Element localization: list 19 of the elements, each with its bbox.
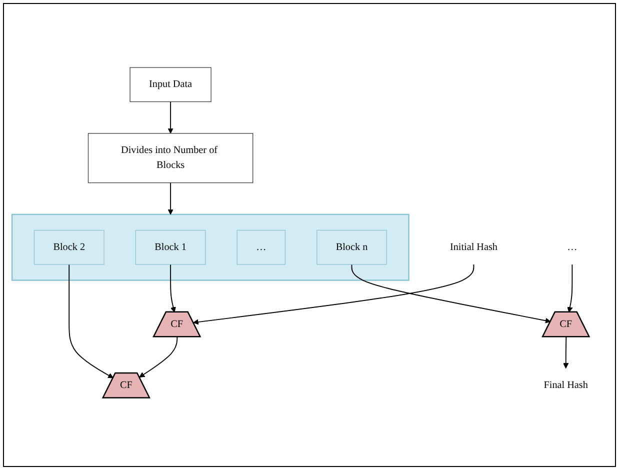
cluster	[11, 214, 410, 281]
arrow	[168, 101, 174, 134]
arrow	[168, 182, 174, 215]
node-text: Initial Hash	[450, 242, 498, 252]
arrow	[170, 264, 176, 312]
arrow	[68, 264, 114, 378]
arrow	[567, 264, 573, 312]
node-box: Divides into Number of Blocks	[88, 133, 254, 184]
node-box: Input Data	[130, 67, 212, 102]
node-box: Block 1	[135, 230, 206, 265]
node-text: Final Hash	[544, 380, 588, 390]
arrow	[563, 336, 569, 369]
arrow	[351, 264, 551, 324]
arrow	[139, 336, 178, 378]
node-box: …	[236, 230, 286, 265]
node-text: …	[567, 242, 578, 252]
node-box: Block n	[316, 230, 387, 265]
node-box: Block 2	[34, 230, 104, 265]
arrow	[193, 264, 474, 325]
